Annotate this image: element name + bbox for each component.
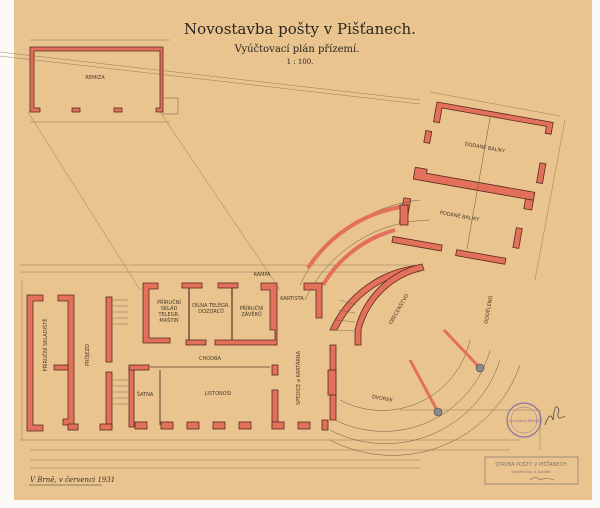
- approval-round-stamp: Schváleno PRAHA: [506, 402, 542, 438]
- plan-scale: 1 : 100.: [287, 58, 314, 66]
- room-prujezd: PRŮJEZD: [84, 344, 91, 366]
- svg-text:Stavitel Ing. A. Dvořák: Stavitel Ing. A. Dvořák: [511, 470, 551, 474]
- remiza-building: REMIZA: [29, 46, 179, 115]
- room-chodba: CHODBA: [199, 356, 221, 362]
- curved-public-hall: OBECENSTVO ODDĚLENO DVOREK: [299, 199, 521, 456]
- plan-title: Novostavba pošty v Pišťanech.: [184, 20, 416, 38]
- handwritten-signature: [544, 406, 566, 426]
- room-spedice: SPEDICE a KARTÁRNA: [295, 350, 302, 405]
- room-prirucni-skladiste: PŘÍRUČNÍ SKLADIŠTĚ: [41, 319, 49, 372]
- room-remiza: REMIZA: [85, 75, 105, 81]
- svg-text:STAVBA POŠTY V PIŠŤANECH: STAVBA POŠTY V PIŠŤANECH: [495, 460, 567, 468]
- plan-subtitle: Vyúčtovací plán přízemí.: [234, 44, 360, 55]
- room-dilna: DÍLNA TELEGR. DOZORCŮ: [192, 303, 230, 315]
- main-block: PŘÍRUČNÍ SKLADIŠTĚ PRŮJEZD CHODBA ŠATNA …: [26, 272, 337, 432]
- room-prirucni-zaveru: PŘÍRUČNÍ ZÁVĚRŮ: [239, 306, 264, 318]
- room-prirucni-sklad: PŘÍRUČNÍ SKLAD TELEGR. MAŠTIN: [157, 300, 181, 324]
- contractor-rect-stamp: STAVBA POŠTY V PIŠŤANECH Stavitel Ing. A…: [484, 456, 579, 485]
- room-rampa: RAMPA: [253, 272, 271, 278]
- place-date-note: V Brně, v červenci 1931: [30, 476, 115, 484]
- facade-piers: [67, 421, 311, 431]
- dimension-lines: [0, 39, 566, 469]
- room-satna: ŠATNA: [137, 391, 154, 398]
- room-kartista: KARTISTA: [280, 296, 304, 302]
- svg-text:Schváleno PRAHA: Schváleno PRAHA: [509, 419, 541, 423]
- room-dvorek: DVOREK: [371, 394, 393, 404]
- staircase: [113, 299, 128, 405]
- room-listonosi: LISTONOŠI: [205, 390, 232, 397]
